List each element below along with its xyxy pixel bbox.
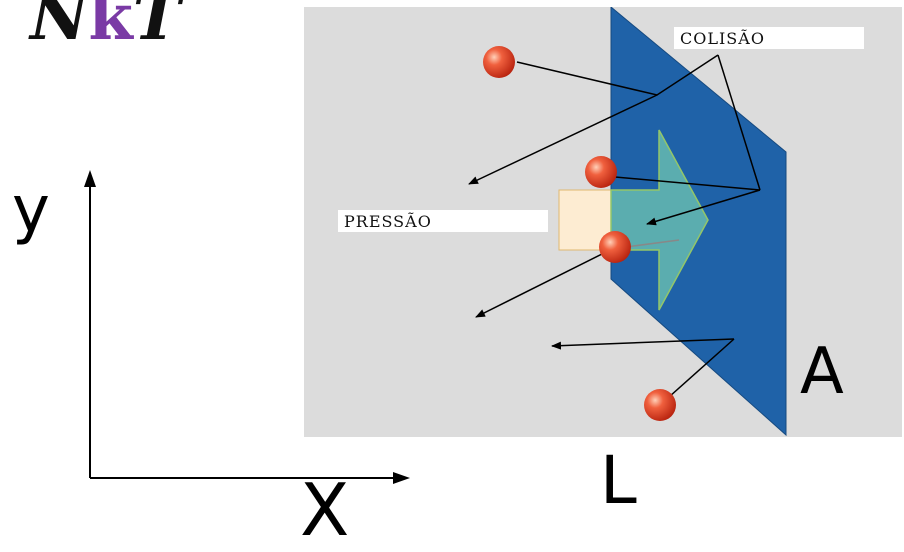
molecule xyxy=(599,231,631,263)
illustration-drawing xyxy=(468,7,787,437)
collision-pointer-2 xyxy=(603,175,761,191)
pressure-label: PRESSÃO xyxy=(338,210,548,232)
area-label: A xyxy=(800,335,844,409)
pressure-illustration: COLISÃO PRESSÃO xyxy=(304,7,902,437)
length-label: L xyxy=(600,442,637,519)
y-axis-arrowhead xyxy=(84,170,96,187)
trajectory-2-in xyxy=(625,239,680,248)
y-axis-label: y xyxy=(12,173,50,247)
formula-k: k xyxy=(88,0,133,55)
trajectory-1-return xyxy=(468,94,658,185)
trajectory-3 xyxy=(659,338,735,406)
molecule xyxy=(585,156,617,188)
collision-label: COLISÃO xyxy=(674,27,864,49)
formula-nkt: NkT xyxy=(30,0,180,50)
collision-pointer-1 xyxy=(717,54,761,191)
x-axis-arrowhead xyxy=(393,472,410,484)
trajectory-2-return xyxy=(475,246,617,318)
formula-n: N xyxy=(30,0,89,55)
trajectory-3-return xyxy=(551,338,735,350)
formula-t: T xyxy=(132,0,181,55)
collision-pointer-3 xyxy=(646,189,761,226)
molecule xyxy=(644,389,676,421)
x-axis-label: X xyxy=(300,468,350,552)
molecule xyxy=(483,46,515,78)
